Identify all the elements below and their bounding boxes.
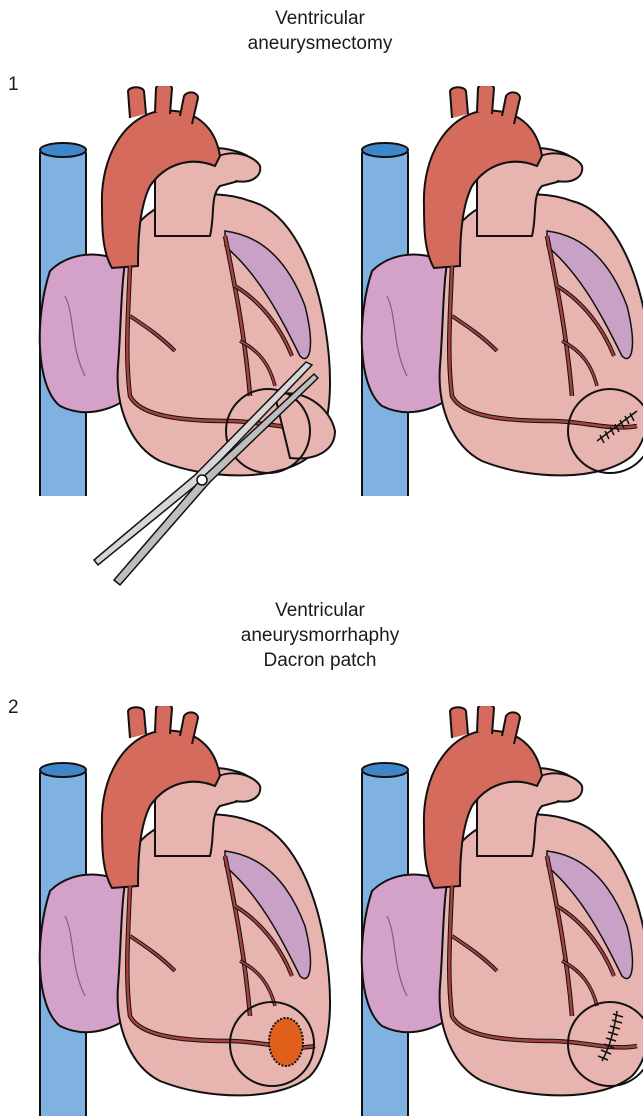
dacron-patch (269, 1018, 303, 1066)
section1-title-line2: aneurysmectomy (120, 31, 520, 56)
section2-number: 2 (8, 697, 19, 719)
section1-number: 1 (8, 74, 19, 96)
section1-title-line1: Ventricular (120, 6, 520, 31)
section2-title: Ventricular aneurysmorrhaphy Dacron patc… (120, 598, 520, 673)
section2-title-line1: Ventricular (120, 598, 520, 623)
heart-aneurysmorrhaphy-patch (30, 706, 340, 1116)
heart-aneurysmorrhaphy-after (352, 706, 643, 1116)
scissors-icon (80, 360, 320, 590)
heart-aneurysmectomy-after (352, 86, 643, 496)
section1-title: Ventricular aneurysmectomy (120, 6, 520, 56)
section2-title-line3: Dacron patch (120, 648, 520, 673)
section2-title-line2: aneurysmorrhaphy (120, 623, 520, 648)
